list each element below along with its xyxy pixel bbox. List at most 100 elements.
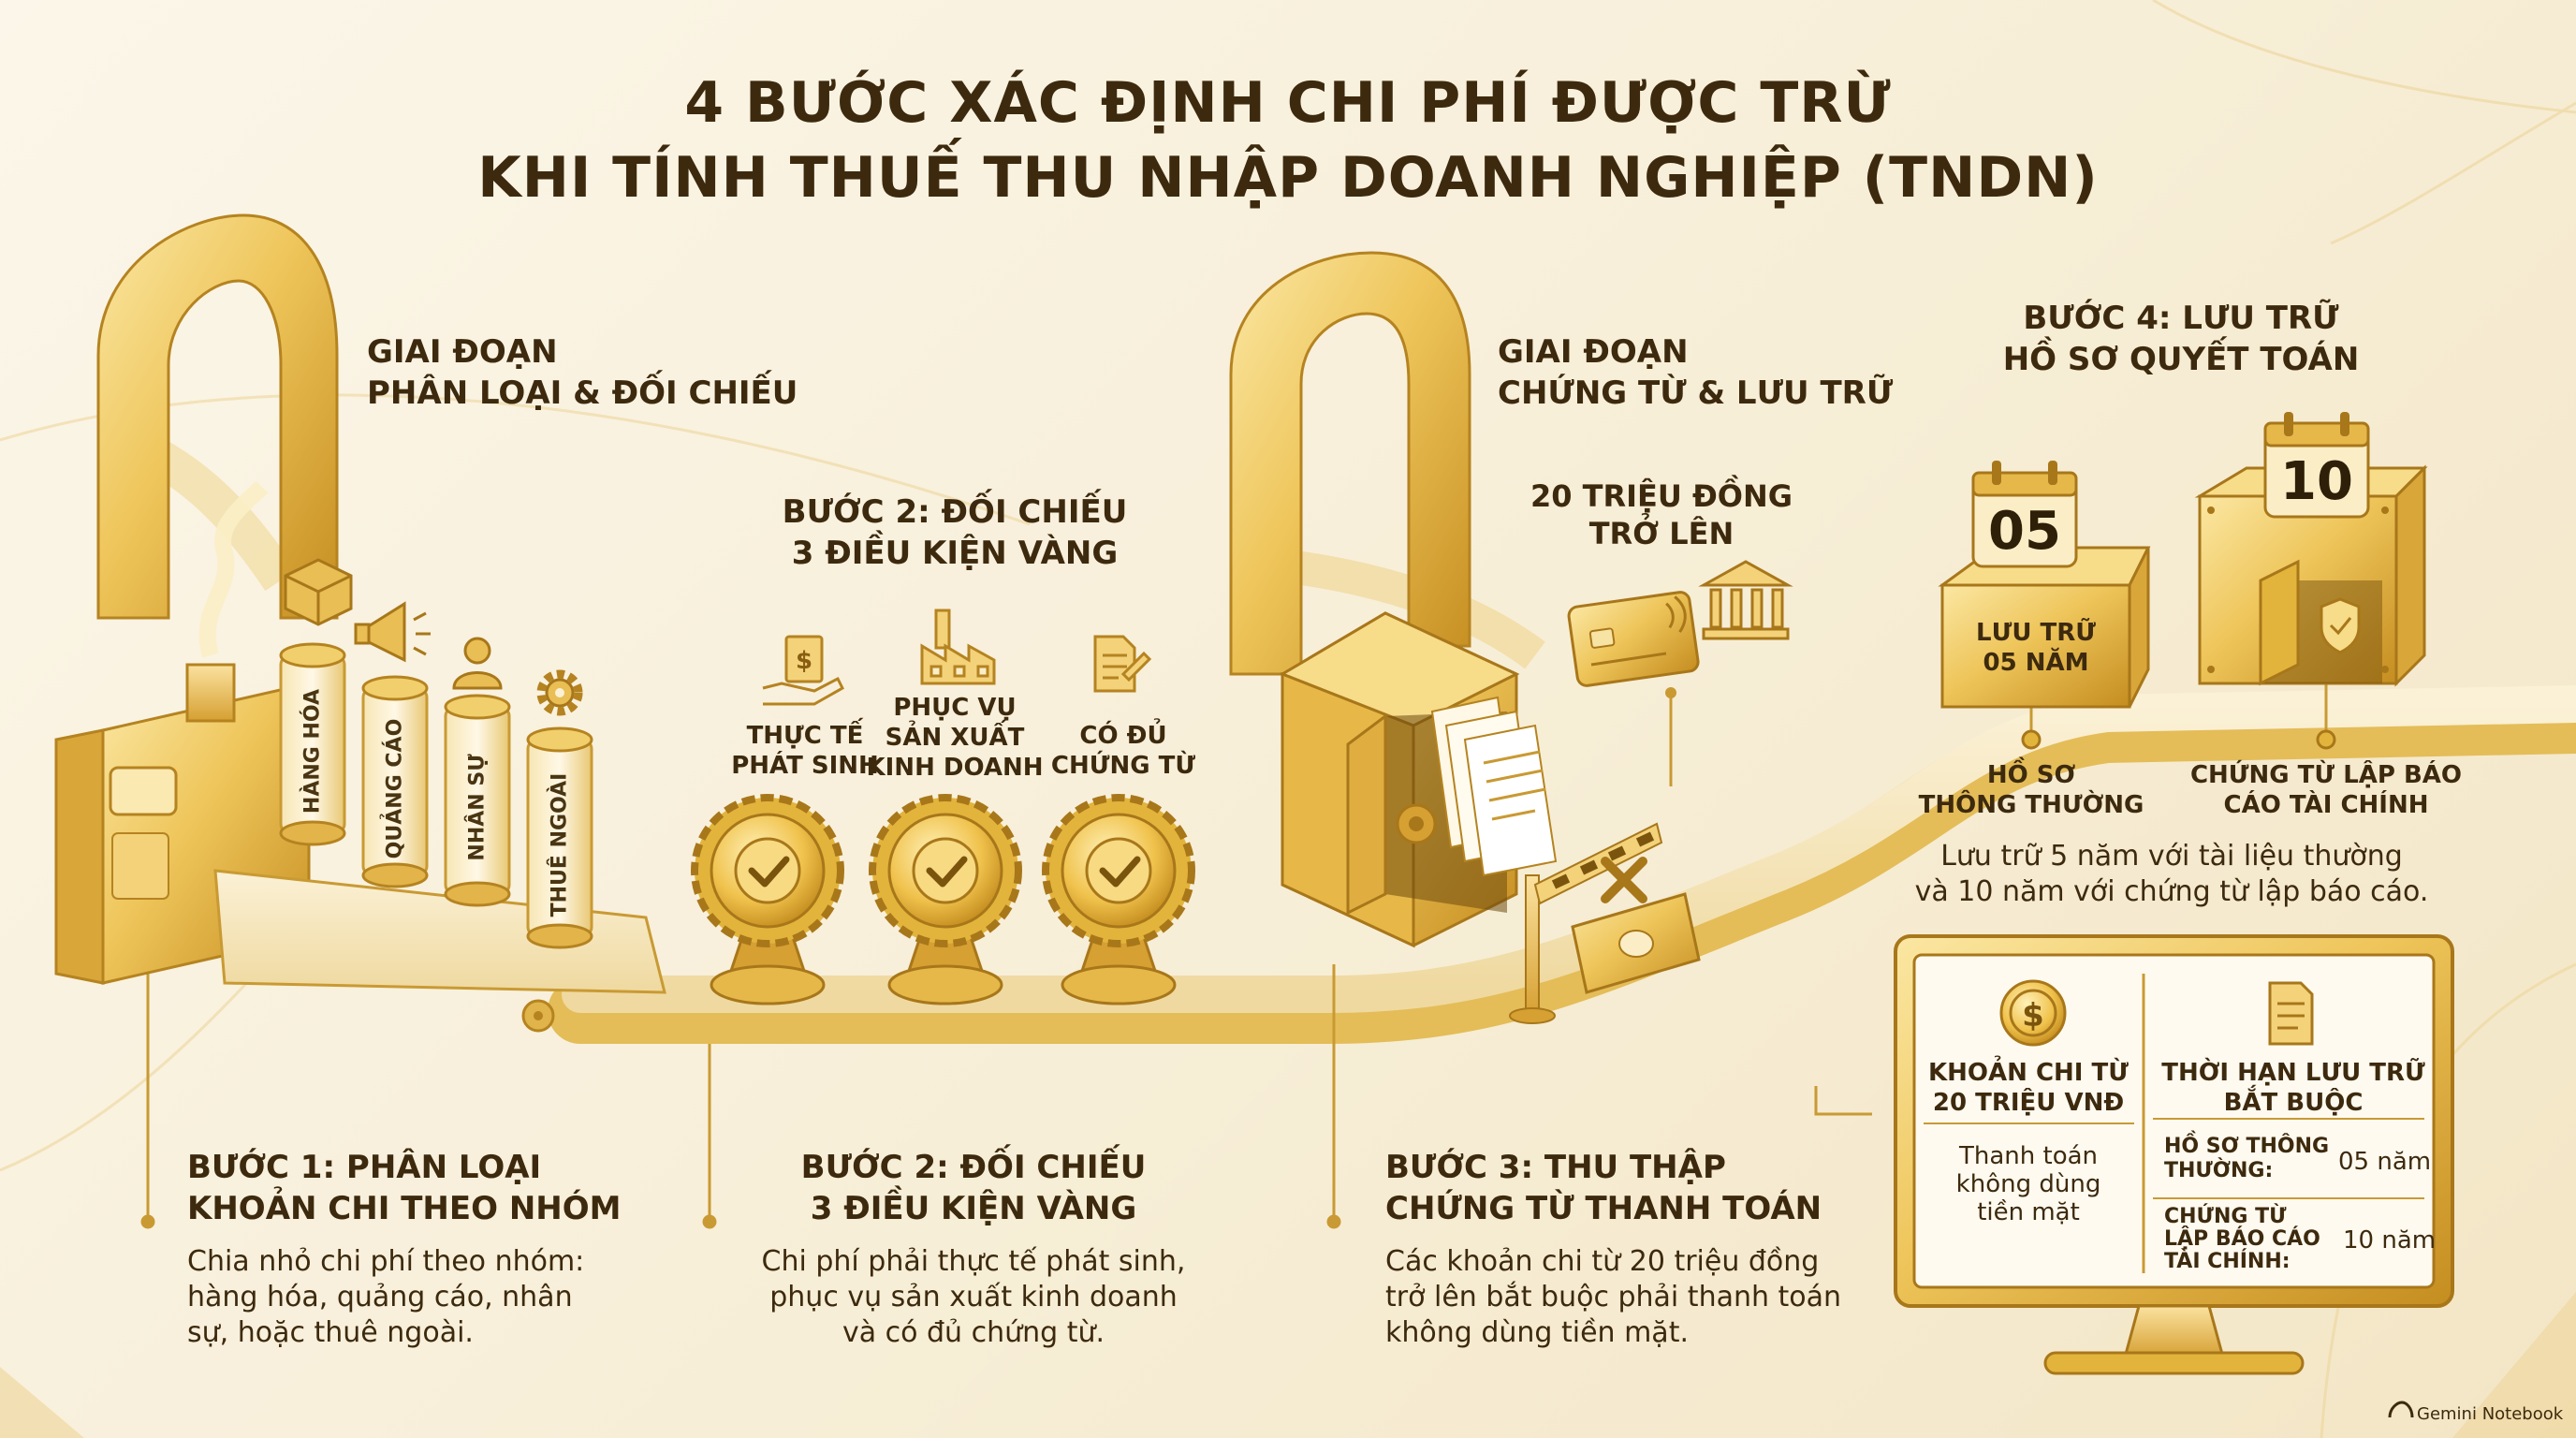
doc-type-financial: CHỨNG TỪ LẬP BÁO CÁO TÀI CHÍNH [2181, 760, 2471, 820]
top-step-2-line2: 3 ĐIỀU KIỆN VÀNG [791, 535, 1119, 572]
cash-bill-icon [1571, 892, 1701, 994]
file-icon [2268, 981, 2314, 1046]
monitor-row-1-label-line1: HỒ SƠ THÔNG [2164, 1135, 2330, 1158]
monitor-row-1-label-line2: THƯỜNG: [2164, 1159, 2274, 1182]
monitor-left-heading-line1: KHOẢN CHI TỪ [1928, 1059, 2129, 1087]
step-2-heading-line2: 3 ĐIỀU KIỆN VÀNG [810, 1190, 1137, 1227]
stage-1-label: GIAI ĐOẠN PHÂN LOẠI & ĐỐI CHIẾU [367, 331, 798, 414]
step-4-heading-line1: BƯỚC 4: LƯU TRỮ [2023, 300, 2339, 337]
factory-icon [920, 609, 996, 685]
step-4-heading-line2: HỒ SƠ QUYẾT TOÁN [2002, 341, 2360, 378]
document-stack [1430, 696, 1558, 877]
monitor-row-2-label-line2: LẬP BÁO CÁO [2164, 1227, 2320, 1251]
step-1-body-line1: Chia nhỏ chi phí theo nhóm: [187, 1245, 585, 1278]
tube-outsourcing [526, 726, 593, 949]
monitor-left-heading-line2: 20 TRIỆU VNĐ [1932, 1089, 2125, 1117]
tube-label-outsourcing: THUÊ NGOÀI [548, 772, 572, 917]
condition-actual: THỰC TẾ PHÁT SINH [697, 721, 913, 781]
step-2-block: BƯỚC 2: ĐỐI CHIẾU 3 ĐIỀU KIỆN VÀNG Chi p… [730, 1147, 1217, 1351]
monitor-left-heading: KHOẢN CHI TỪ 20 TRIỆU VNĐ [1921, 1058, 2136, 1118]
step-3-body-line3: không dùng tiền mặt. [1385, 1316, 1689, 1349]
gear-icon [536, 669, 583, 716]
arch-stage-1 [96, 213, 339, 620]
conveyor-belt-surface [562, 685, 2576, 1013]
corner-decor [2452, 1292, 2576, 1438]
step-1-body-line3: sự, hoặc thuê ngoài. [187, 1316, 474, 1349]
document-icon [1093, 635, 1152, 693]
condition-documents: CÓ ĐỦ CHỨNG TỪ [1016, 721, 1231, 781]
credit-card-icon [1567, 591, 1700, 687]
tube-advertising [361, 675, 429, 888]
belt-roller [534, 1011, 543, 1020]
top-step-2-line1: BƯỚC 2: ĐỐI CHIẾU [782, 493, 1128, 531]
box-05-label: LƯU TRỮ 05 NĂM [1942, 618, 2130, 678]
box-05-label-line1: LƯU TRỮ [1976, 619, 2096, 647]
storage-note-line2: và 10 năm với chứng từ lập báo cáo. [1914, 875, 2429, 908]
calendar-box-05 [1938, 461, 2151, 709]
tube-label-advertising: QUẢNG CÁO [383, 718, 407, 859]
threshold-line2: TRỞ LÊN [1588, 516, 1734, 551]
monitor-right-heading-line2: BẮT BUỘC [2223, 1089, 2364, 1117]
dollar-coin-icon: $ [1999, 979, 2067, 1047]
corner-decor [0, 1367, 84, 1438]
calendar-number-05: 05 [1988, 501, 2061, 562]
no-cash-x-icon [1601, 857, 1647, 903]
step-3-heading-line2: CHỨNG TỪ THANH TOÁN [1385, 1190, 1822, 1227]
monitor-row-2-label: CHỨNG TỪ LẬP BÁO CÁO TÀI CHÍNH: [2164, 1206, 2320, 1273]
tube-goods [279, 642, 346, 846]
condition-actual-line2: PHÁT SINH [731, 752, 879, 780]
monitor-row-2-value: 10 năm [2343, 1226, 2437, 1255]
box-icon [284, 558, 353, 626]
title-line-1: 4 BƯỚC XÁC ĐỊNH CHI PHÍ ĐƯỢC TRỪ [684, 70, 1892, 136]
doc-type-financial-line2: CÁO TÀI CHÍNH [2223, 791, 2429, 819]
person-icon [452, 637, 503, 690]
threshold-line1: 20 TRIỆU ĐỒNG [1530, 478, 1793, 514]
monitor-right-heading: THỜI HẠN LƯU TRỮ BẮT BUỘC [2153, 1058, 2434, 1118]
doc-type-regular-line1: HỒ SƠ [1986, 761, 2076, 789]
monitor-left-body-line3: tiền mặt [1977, 1198, 2080, 1226]
doc-type-financial-line1: CHỨNG TỪ LẬP BÁO [2189, 761, 2463, 789]
gemini-logo-icon [2388, 1401, 2414, 1418]
monitor-row-1-value: 05 năm [2338, 1148, 2432, 1176]
monitor-left-body: Thanh toán không dùng tiền mặt [1921, 1142, 2136, 1226]
monitor-left-body-line2: không dùng [1955, 1170, 2101, 1198]
step-2-heading-line1: BƯỚC 2: ĐỐI CHIẾU [800, 1149, 1147, 1186]
stage-2-label-line1: GIAI ĐOẠN [1498, 333, 1689, 371]
monitor-row-2-label-line1: CHỨNG TỪ [2164, 1205, 2287, 1228]
step-2-body-line3: và có đủ chứng từ. [842, 1316, 1105, 1349]
step-2-body-line1: Chi phí phải thực tế phát sinh, [761, 1245, 1186, 1278]
tube-personnel [444, 694, 511, 907]
megaphone-icon [354, 601, 431, 663]
monitor-right-heading-line1: THỜI HẠN LƯU TRỮ [2161, 1059, 2425, 1087]
tube-label-goods: HÀNG HÓA [300, 688, 325, 814]
top-step-2-heading: BƯỚC 2: ĐỐI CHIẾU 3 ĐIỀU KIỆN VÀNG [711, 492, 1198, 574]
tube-label-personnel: NHÂN SỰ [465, 754, 490, 861]
step-1-heading-line2: KHOẢN CHI THEO NHÓM [187, 1190, 622, 1227]
step-1-body-line2: hàng hóa, quảng cáo, nhân [187, 1281, 573, 1313]
step-4-heading: BƯỚC 4: LƯU TRỮ HỒ SƠ QUYẾT TOÁN [1966, 298, 2396, 380]
storage-note: Lưu trữ 5 năm với tài liệu thường và 10 … [1910, 839, 2434, 910]
condition-documents-line2: CHỨNG TỪ [1050, 752, 1196, 780]
doc-type-regular-line2: THÔNG THƯỜNG [1918, 791, 2144, 819]
barrier-gate [1509, 822, 1663, 1024]
condition-business-line2: SẢN XUẤT [885, 724, 1025, 752]
condition-documents-line1: CÓ ĐỦ [1079, 722, 1167, 750]
storage-box-10 [2194, 412, 2428, 687]
medal-2 [869, 794, 1022, 1005]
step-1-heading-line1: BƯỚC 1: PHÂN LOẠI [187, 1149, 542, 1186]
condition-business-line1: PHỤC VỤ [893, 694, 1017, 722]
box-05-label-line2: 05 NĂM [1983, 649, 2089, 677]
bank-icon [1698, 560, 1793, 640]
stage-1-label-line1: GIAI ĐOẠN [367, 333, 558, 371]
condition-business: PHỤC VỤ SẢN XUẤT KINH DOANH [847, 693, 1062, 783]
footer-brand: Gemini Notebook [2417, 1404, 2564, 1424]
stage-2-label-line2: CHỨNG TỪ & LƯU TRỮ [1498, 374, 1894, 412]
monitor-row-1-label: HỒ SƠ THÔNG THƯỜNG: [2164, 1135, 2329, 1183]
stage-2-label: GIAI ĐOẠN CHỨNG TỪ & LƯU TRỮ [1498, 331, 1893, 414]
svg-text:$: $ [796, 647, 812, 675]
step-3-heading-line1: BƯỚC 3: THU THẬP [1385, 1149, 1726, 1186]
doc-type-regular: HỒ SƠ THÔNG THƯỜNG [1900, 760, 2162, 820]
svg-text:$: $ [2022, 997, 2044, 1034]
medal-3 [1042, 794, 1195, 1005]
